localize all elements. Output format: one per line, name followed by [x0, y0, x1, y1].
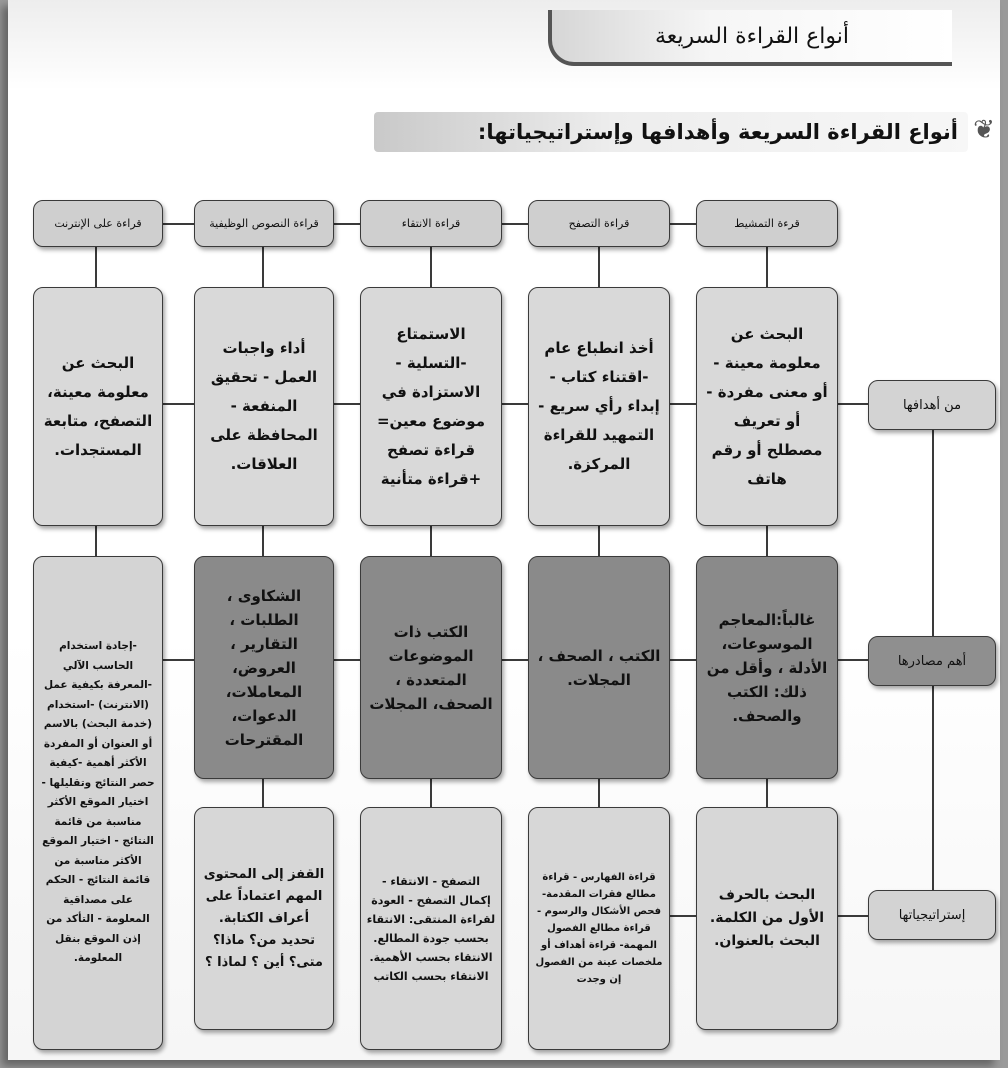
- sources-internet: -إجادة استخدام الحاسب الآلي -المعرفة بكي…: [33, 556, 163, 1050]
- connector-col2-c: [598, 779, 600, 807]
- sources-skimming: غالباً:المعاجم الموسوعات، الأدلة ، وأقل …: [696, 556, 838, 779]
- strategies-selective: التصفح - الانتقاء - إكمال التصفح - العود…: [360, 807, 502, 1050]
- goals-browsing: أخذ انطباع عام -اقتناء كتاب - إبداء رأي …: [528, 287, 670, 526]
- connector-col2-b: [598, 526, 600, 556]
- sources-functional: الشكاوى ، الطلبات ، التقارير ، العروض، ا…: [194, 556, 334, 779]
- header-skimming: قرءة التمشيط: [696, 200, 838, 247]
- page-title: أنواع القراءة السريعة: [655, 23, 850, 49]
- goals-internet: البحث عن معلومة معينة، التصفح، متابعة ال…: [33, 287, 163, 526]
- section-subtitle: أنواع القراءة السريعة وأهدافها وإستراتيج…: [477, 120, 958, 144]
- connector-col1-b: [766, 526, 768, 556]
- connector-col1-a: [766, 247, 768, 287]
- strategies-skimming: البحث بالحرف الأول من الكلمة. البحث بالع…: [696, 807, 838, 1030]
- header-internet: قراءة على الإنترنت: [33, 200, 163, 247]
- ornament-icon: ❦: [973, 115, 995, 145]
- connector-col5-a: [95, 247, 97, 287]
- goals-skimming: البحث عن معلومة معينة - أو معنى مفردة - …: [696, 287, 838, 526]
- connector-col4-a: [262, 247, 264, 287]
- goals-functional: أداء واجبات العمل - تحقيق المنفعة - المح…: [194, 287, 334, 526]
- connector-col5-b: [95, 526, 97, 556]
- title-banner: أنواع القراءة السريعة: [548, 10, 952, 66]
- row-label-strategies: إستراتيجياتها: [868, 890, 996, 940]
- connector-col1-c: [766, 779, 768, 807]
- header-browsing: قراءة التصفح: [528, 200, 670, 247]
- connector-col2-a: [598, 247, 600, 287]
- connector-col4-b: [262, 526, 264, 556]
- header-selective: قراءة الانتقاء: [360, 200, 502, 247]
- strategies-browsing: قراءة الفهارس - قراءة مطالع فقرات المقدم…: [528, 807, 670, 1050]
- goals-selective: الاستمتاع -التسلية - الاستزادة في موضوع …: [360, 287, 502, 526]
- subtitle-banner: أنواع القراءة السريعة وأهدافها وإستراتيج…: [374, 112, 968, 152]
- row-label-goals: من أهدافها: [868, 380, 996, 430]
- connector-col3-b: [430, 526, 432, 556]
- connector-col4-c: [262, 779, 264, 807]
- strategies-functional: القفز إلى المحتوى المهم اعتماداً على أعر…: [194, 807, 334, 1030]
- page: أنواع القراءة السريعة أنواع القراءة السر…: [8, 0, 1000, 1060]
- header-functional: قراءة النصوص الوظيفية: [194, 200, 334, 247]
- connector-col3-a: [430, 247, 432, 287]
- row-label-sources: أهم مصادرها: [868, 636, 996, 686]
- connector-col3-c: [430, 779, 432, 807]
- sources-selective: الكتب ذات الموضوعات المتعددة ، الصحف، ال…: [360, 556, 502, 779]
- sources-browsing: الكتب ، الصحف ، المجلات.: [528, 556, 670, 779]
